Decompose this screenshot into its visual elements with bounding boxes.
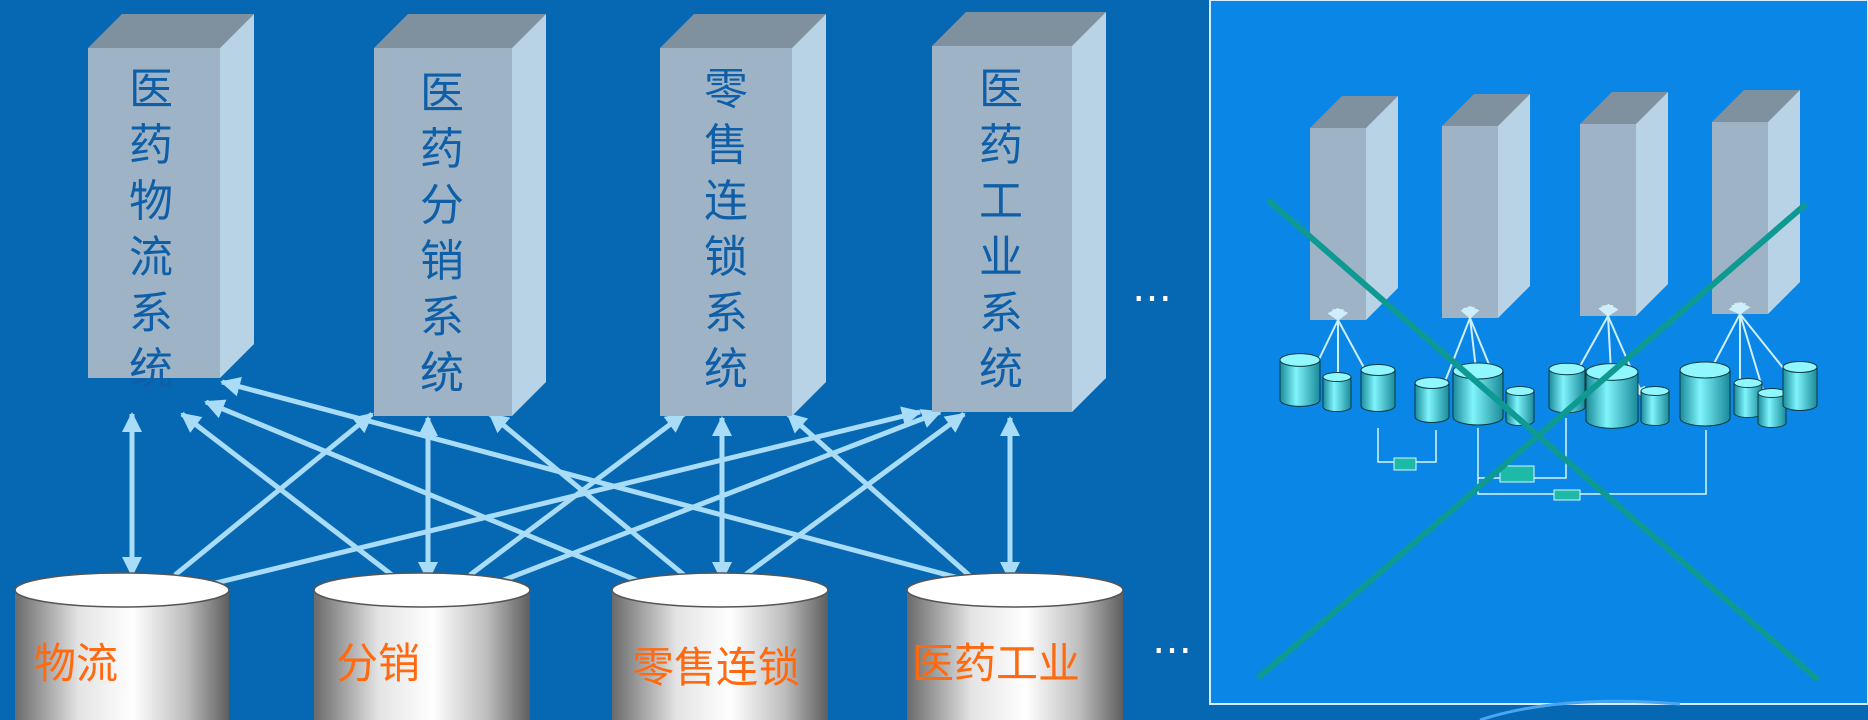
db-label-retail-chain: 零售连锁: [632, 643, 801, 692]
mini-system-box: [1712, 90, 1800, 314]
mini-database: [1548, 362, 1586, 414]
database-pharma-industry: [906, 572, 1124, 720]
mini-database: [1322, 372, 1352, 412]
mini-database: [1360, 364, 1396, 412]
db-label-logistics: 物流: [34, 639, 119, 688]
system-label-logistics: 医药物流系统: [129, 64, 173, 395]
system-box-logistics: [88, 14, 254, 378]
mini-database: [1414, 377, 1450, 423]
mini-database: [1782, 361, 1818, 411]
connector-line: [220, 376, 986, 588]
mini-database: [1640, 386, 1670, 426]
system-label-distribution: 医药分销系统: [420, 68, 464, 399]
ellipsis-top: …: [1132, 265, 1178, 311]
mini-database: [1279, 353, 1321, 407]
mini-system-box: [1310, 96, 1398, 320]
mini-system-box: [1442, 94, 1530, 318]
system-box-retail-chain: [660, 14, 826, 416]
decor-arc: [1479, 699, 1681, 720]
connector-line: [786, 412, 982, 587]
database-distribution: [313, 572, 531, 720]
mini-database: [1733, 378, 1763, 418]
connector-line: [743, 411, 966, 578]
mini-connector-box: [1553, 489, 1581, 501]
ellipsis-bottom: …: [1152, 617, 1198, 663]
connector-line: [173, 412, 374, 577]
mini-database: [1452, 362, 1504, 426]
db-label-distribution: 分销: [336, 639, 421, 688]
mini-database: [1757, 388, 1787, 428]
system-boxes: [88, 12, 1106, 416]
database-retail-chain: [611, 572, 829, 720]
mini-connector-box: [1393, 457, 1417, 471]
system-box-pharma-industry: [932, 12, 1106, 412]
mini-connector-box: [1499, 465, 1535, 483]
connector-lines: [122, 376, 1020, 593]
system-label-retail-chain: 零售连锁系统: [704, 64, 748, 395]
db-label-pharma-industry: 医药工业: [912, 639, 1081, 688]
system-box-distribution: [374, 14, 546, 416]
cross-line: [1266, 197, 1820, 683]
mini-system-box: [1580, 92, 1668, 316]
cross-line: [1256, 201, 1808, 681]
system-label-pharma-industry: 医药工业系统: [979, 64, 1023, 395]
mini-database: [1679, 361, 1731, 427]
databases: [14, 572, 1124, 720]
legacy-diagram: [1256, 90, 1820, 720]
connector-line: [194, 406, 922, 591]
database-logistics: [14, 572, 230, 720]
connector-line: [477, 409, 942, 593]
connector-line: [204, 399, 661, 593]
